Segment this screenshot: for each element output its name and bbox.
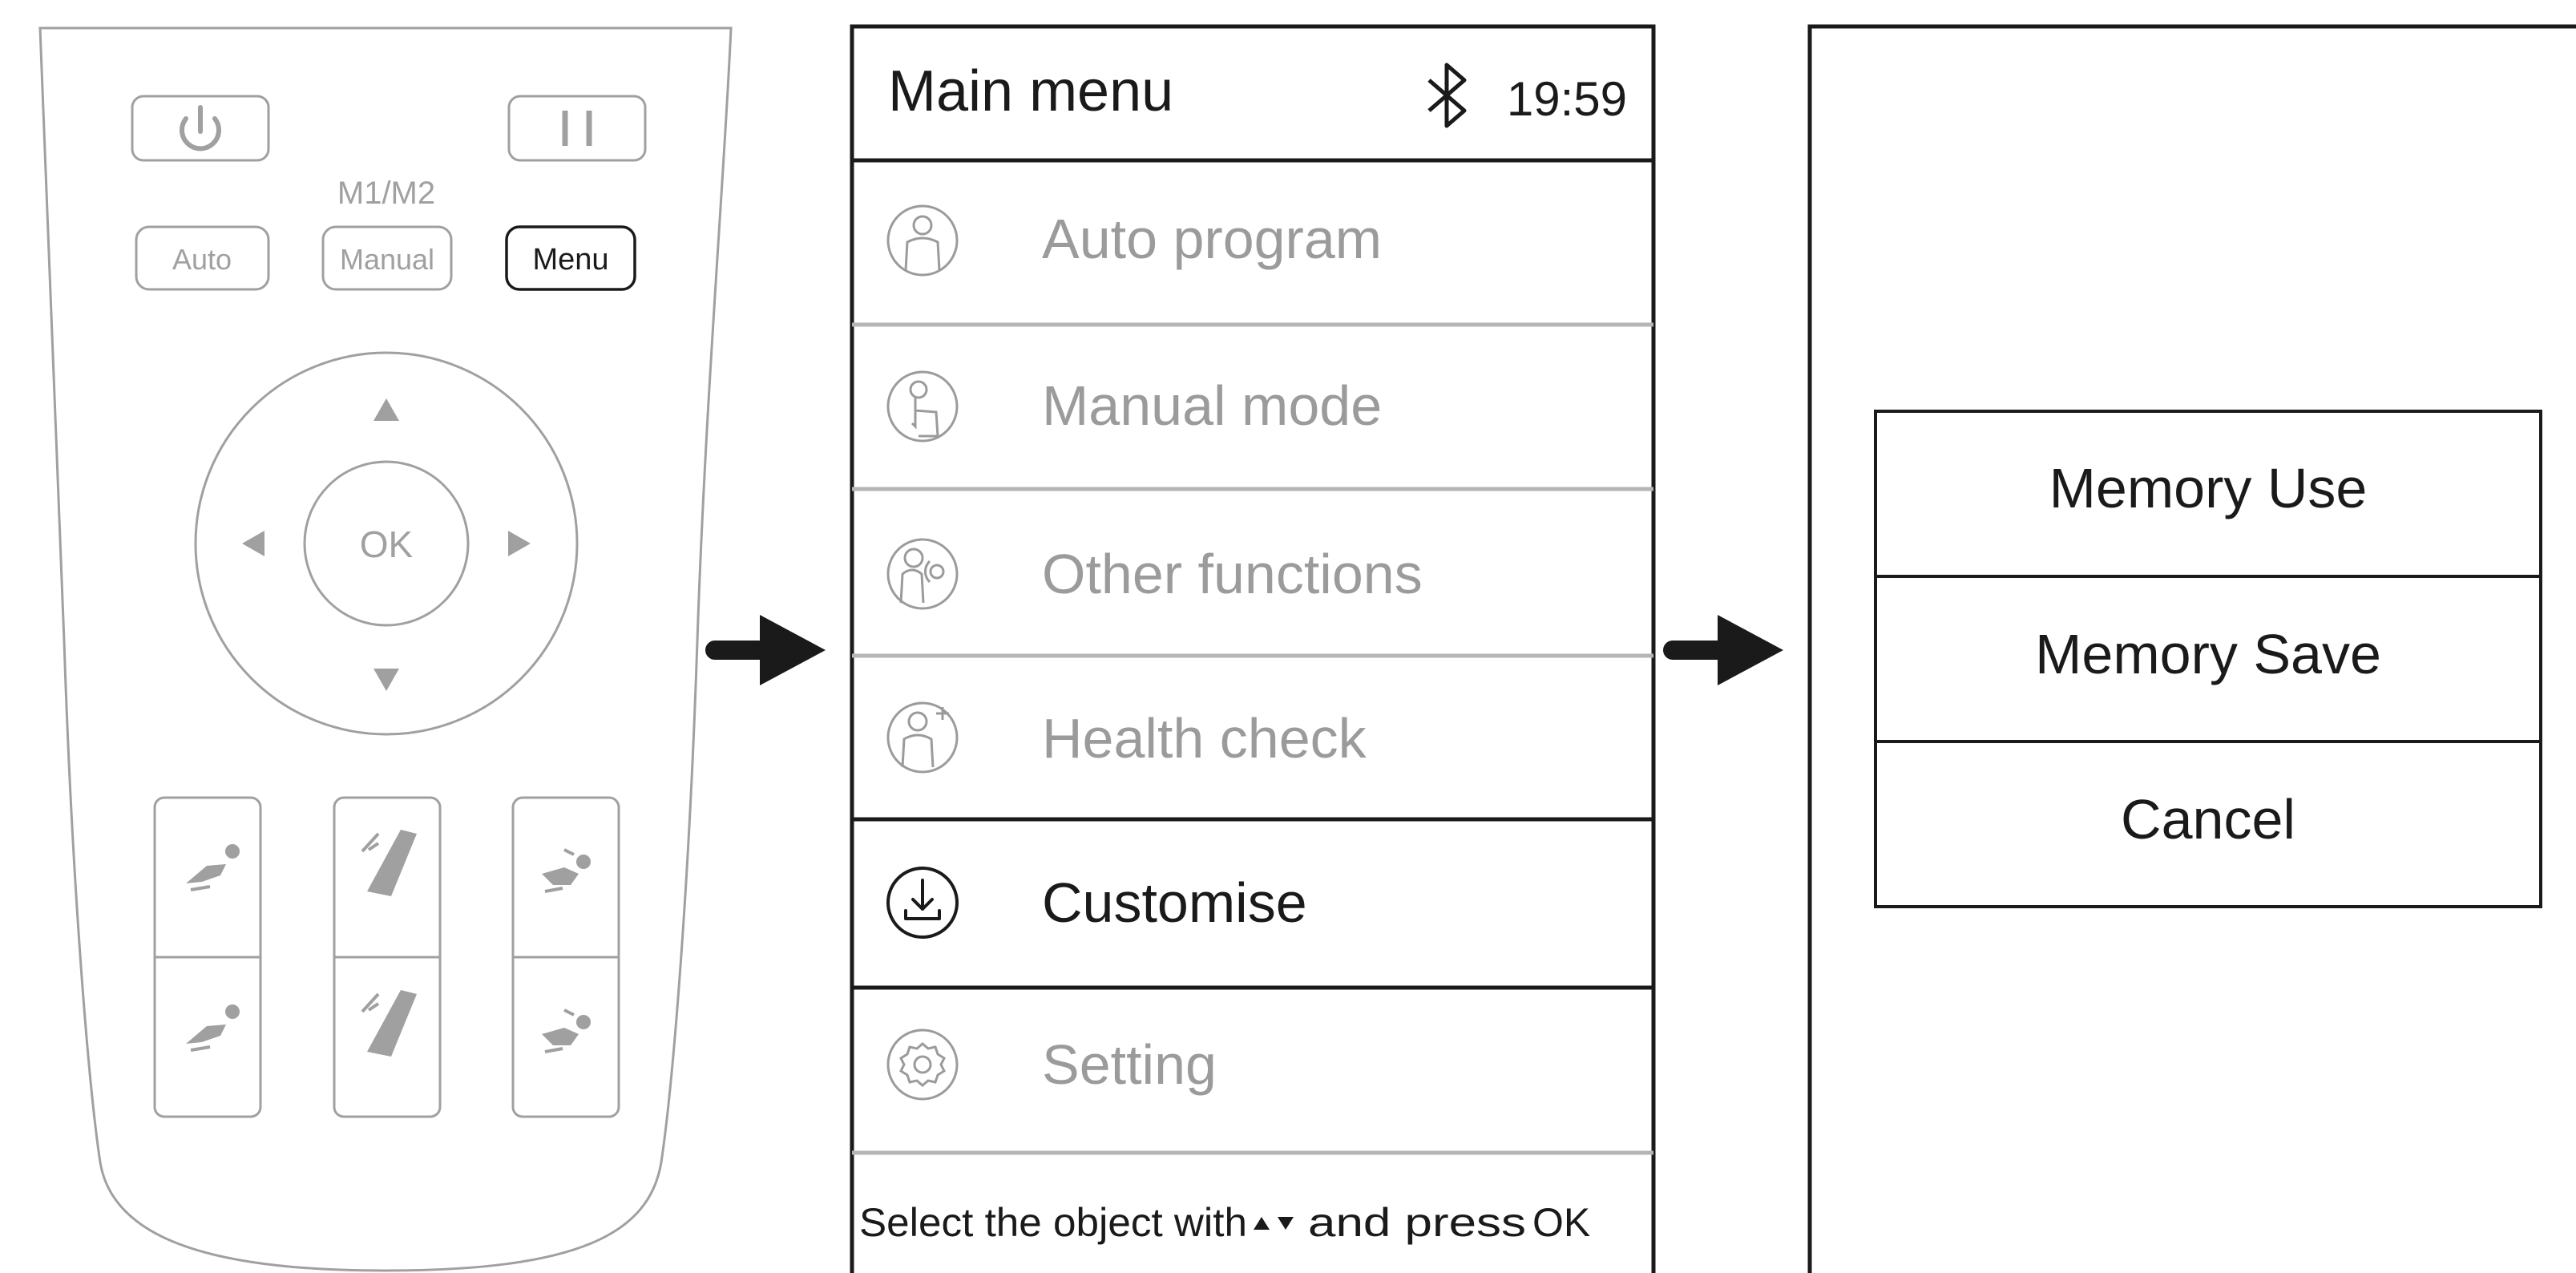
remote-control: M1/M2 Auto Manual Menu OK	[38, 26, 733, 1272]
auto-button[interactable]: Auto	[135, 225, 270, 291]
arrow-up-icon[interactable]	[373, 398, 399, 421]
menu-button-label: Menu	[532, 243, 608, 277]
menu-item-label: Auto program	[1042, 208, 1382, 270]
ok-button[interactable]: OK	[303, 460, 470, 627]
arrow-left-icon[interactable]	[242, 531, 264, 556]
menu-item-label: Manual mode	[1042, 374, 1382, 437]
zero-gravity-seat-icon	[542, 848, 591, 893]
legrest-seat-icon	[361, 830, 417, 896]
backrest-down-button[interactable]	[186, 1004, 240, 1052]
menu-button[interactable]: Menu	[505, 225, 636, 291]
menu-item-customise[interactable]: Customise	[886, 867, 1307, 939]
recline-seat-icon	[186, 1004, 240, 1052]
pause-button[interactable]	[507, 95, 647, 162]
pause-icon	[562, 111, 592, 146]
screen-frame	[850, 24, 1656, 1273]
manual-button[interactable]: Manual	[321, 225, 453, 291]
recline-buttons	[153, 796, 620, 1118]
memory-screen: Memory Use Memory Save Cancel	[1807, 24, 2576, 1273]
flow-arrow-2	[1663, 615, 1783, 685]
hand-pointer-icon	[886, 370, 959, 443]
menu-item-label: Health check	[1042, 707, 1367, 770]
menu-item-setting[interactable]: Setting	[886, 1029, 1217, 1101]
backrest-up-button[interactable]	[186, 844, 240, 891]
memory-screen-frame	[1807, 24, 2576, 1273]
legrest-down-button[interactable]	[361, 990, 417, 1057]
m1-m2-label: M1/M2	[337, 176, 435, 211]
memory-use-option[interactable]: Memory Use	[2049, 457, 2368, 519]
power-button[interactable]	[131, 95, 270, 162]
d-pad[interactable]: OK	[194, 351, 579, 736]
manual-button-label: Manual	[340, 243, 434, 276]
legrest-up-button[interactable]	[361, 830, 417, 896]
menu-item-label: Other functions	[1042, 543, 1423, 605]
arrow-down-icon[interactable]	[373, 669, 399, 691]
power-icon	[180, 105, 221, 152]
ok-button-label: OK	[360, 523, 414, 565]
menu-item-manual-mode[interactable]: Manual mode	[886, 370, 1382, 443]
arrow-right-icon[interactable]	[508, 531, 531, 556]
screen-title: Main menu	[888, 59, 1173, 123]
person-icon	[886, 204, 959, 277]
cancel-option[interactable]: Cancel	[2121, 788, 2295, 851]
menu-item-label: Setting	[1042, 1033, 1217, 1096]
footer-hint-prefix: Select the object with	[859, 1200, 1247, 1245]
bluetooth-icon	[1427, 63, 1467, 128]
auto-button-label: Auto	[172, 243, 232, 276]
legrest-seat-icon	[361, 990, 417, 1057]
person-plus-icon	[886, 701, 959, 774]
main-menu-screen: Main menu 19:59 Auto program Manual mode	[850, 24, 1656, 1273]
footer-hint: Select the object with and press OK	[859, 1200, 1590, 1245]
remote-body	[38, 26, 733, 1272]
memory-popup: Memory Use Memory Save Cancel	[1874, 410, 2542, 908]
gear-icon	[886, 1029, 959, 1101]
clock-time: 19:59	[1507, 72, 1627, 126]
zero-gravity-seat-icon	[542, 1008, 591, 1053]
footer-hint-ok: OK	[1532, 1200, 1590, 1245]
menu-item-auto-program[interactable]: Auto program	[886, 204, 1382, 277]
zero-gravity-down-button[interactable]	[542, 1008, 591, 1053]
memory-save-option[interactable]: Memory Save	[2035, 623, 2381, 685]
person-target-icon	[886, 538, 959, 610]
zero-gravity-up-button[interactable]	[542, 848, 591, 893]
menu-item-other-functions[interactable]: Other functions	[886, 538, 1423, 610]
footer-hint-middle: and press	[1308, 1200, 1526, 1245]
menu-item-label: Customise	[1042, 871, 1307, 934]
flow-arrow-1	[705, 615, 826, 685]
download-icon	[886, 867, 959, 939]
down-triangle-icon	[1278, 1217, 1294, 1230]
recline-seat-icon	[186, 844, 240, 891]
up-triangle-icon	[1254, 1217, 1270, 1230]
menu-item-health-check[interactable]: Health check	[886, 701, 1367, 774]
